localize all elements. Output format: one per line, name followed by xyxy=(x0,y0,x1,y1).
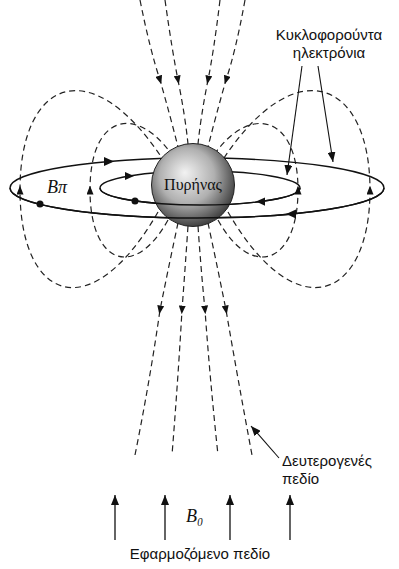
field-arrow xyxy=(164,495,165,540)
field-line xyxy=(208,0,245,147)
annotation-label: Κυκλοφορούντα ηλεκτρόνια xyxy=(264,26,394,62)
field-arrow xyxy=(229,495,230,540)
field-arrow xyxy=(289,495,290,540)
nucleus-ball xyxy=(152,144,235,227)
nucleus-sphere: Πυρήνας xyxy=(151,143,235,227)
field-symbol: B₀ xyxy=(186,506,203,528)
orbit-arrow xyxy=(125,172,134,180)
field-line xyxy=(198,226,218,455)
field-arrow xyxy=(114,495,115,540)
field-symbol: Bπ xyxy=(47,177,67,199)
secondary-field-lines xyxy=(20,0,370,455)
annotation-label: Δευτερογενές πεδίο xyxy=(282,452,394,488)
leader-arrow xyxy=(318,66,333,162)
leader-arrow xyxy=(251,426,279,458)
leader-arrow xyxy=(287,66,302,175)
leader-lines xyxy=(251,66,333,458)
applied-field-arrows xyxy=(115,495,290,540)
field-line xyxy=(165,0,188,144)
field-line xyxy=(172,226,188,455)
nucleus-label: Πυρήνας xyxy=(164,176,222,194)
field-loop xyxy=(20,91,162,288)
annotation-label: Εφαρμοζόμενο πεδίο xyxy=(100,545,300,563)
field-line xyxy=(135,223,178,455)
field-line xyxy=(140,0,178,147)
field-line xyxy=(208,223,252,455)
field-line xyxy=(198,0,220,144)
orbit-arrow xyxy=(104,157,114,166)
field-loop xyxy=(224,91,370,288)
